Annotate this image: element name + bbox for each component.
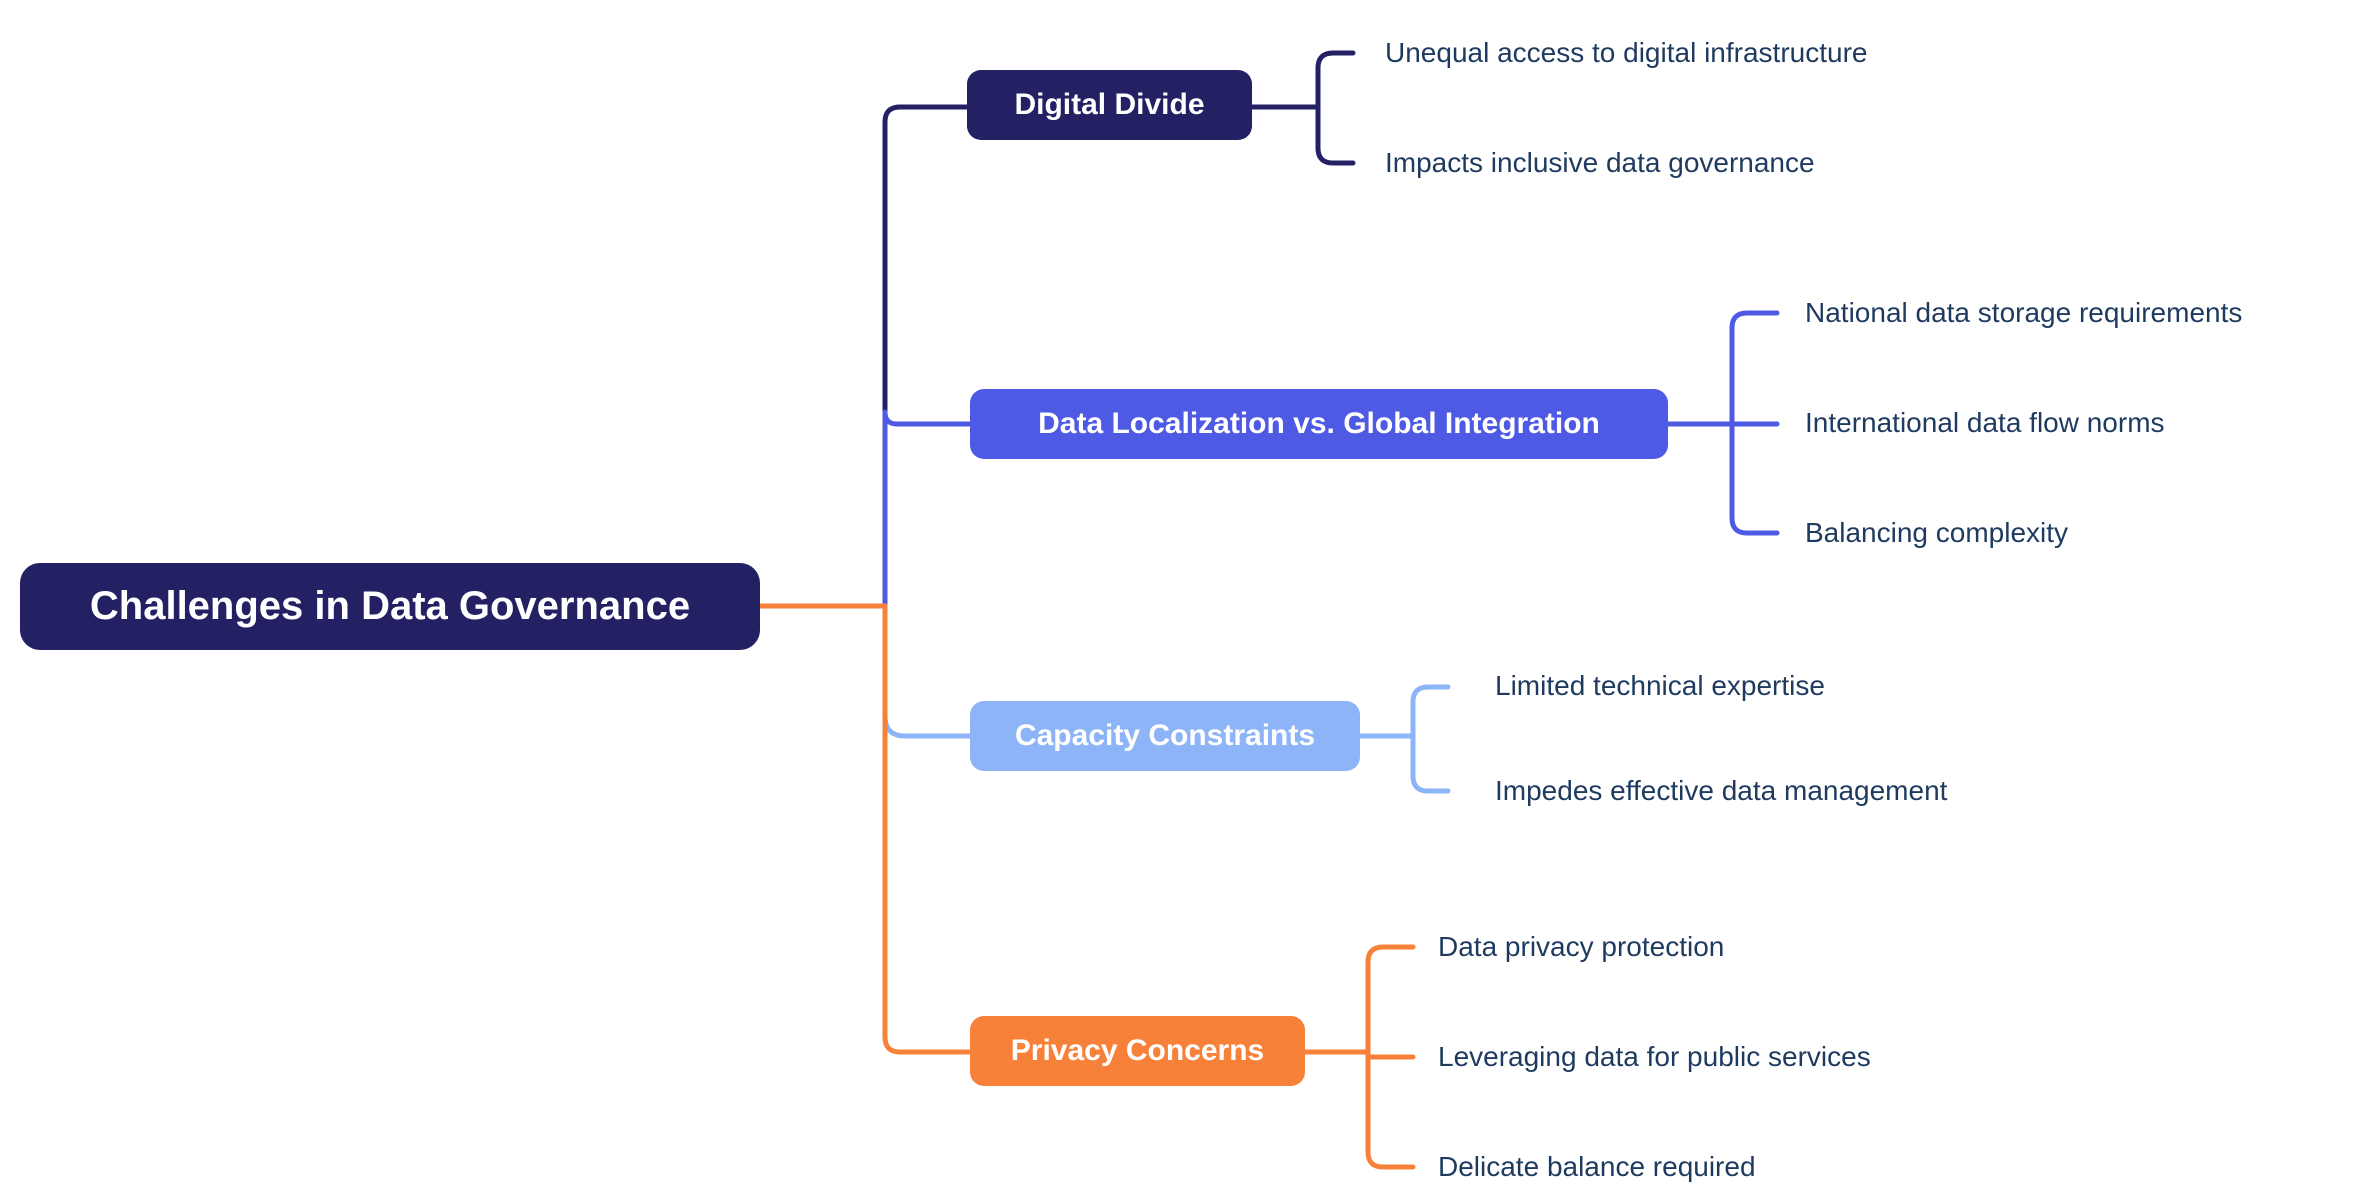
branch-label: Data Localization vs. Global Integration xyxy=(1038,407,1600,440)
branch-label: Digital Divide xyxy=(1014,88,1205,121)
bracket-digital-divide xyxy=(1315,50,1356,166)
subtopic-limited-expertise[interactable]: Limited technical expertise xyxy=(1495,670,1825,701)
subtopic-delicate-balance[interactable]: Delicate balance required xyxy=(1438,1151,1756,1182)
branch-label: Capacity Constraints xyxy=(1014,719,1316,752)
subtopic-impacts-inclusive[interactable]: Impacts inclusive data governance xyxy=(1385,147,1815,178)
subtopic-unequal-access[interactable]: Unequal access to digital infrastructure xyxy=(1385,37,1868,68)
bracket-data-localization xyxy=(1729,310,1780,536)
subtopic-impedes-management[interactable]: Impedes effective data management xyxy=(1495,775,1948,806)
subtopic-leveraging-data[interactable]: Leveraging data for public services xyxy=(1438,1041,1871,1072)
branch-node-capacity-constraints[interactable]: Capacity Constraints xyxy=(970,701,1360,771)
root-node-label: Challenges in Data Governance xyxy=(89,584,691,628)
subtopic-privacy-protection[interactable]: Data privacy protection xyxy=(1438,931,1725,962)
branch-node-data-localization[interactable]: Data Localization vs. Global Integration xyxy=(970,389,1668,459)
subtopic-national-storage[interactable]: National data storage requirements xyxy=(1805,297,2243,328)
root-node[interactable]: Challenges in Data Governance xyxy=(20,563,760,650)
bracket-privacy xyxy=(1365,944,1416,1170)
subtopic-international-flow[interactable]: International data flow norms xyxy=(1805,407,2165,438)
subtopic-balancing-complexity[interactable]: Balancing complexity xyxy=(1805,517,2069,548)
connector-trunk-privacy-elbow xyxy=(882,1034,973,1055)
connector-trunk-digital-divide xyxy=(882,104,973,415)
branch-node-privacy-concerns[interactable]: Privacy Concerns xyxy=(970,1016,1305,1086)
connector-trunk-capacity-elbow xyxy=(882,713,973,739)
connector-trunk-data-localization-elbow xyxy=(882,409,973,427)
branch-node-digital-divide[interactable]: Digital Divide xyxy=(967,70,1252,140)
branch-label: Privacy Concerns xyxy=(1010,1034,1265,1067)
bracket-capacity xyxy=(1410,684,1451,794)
